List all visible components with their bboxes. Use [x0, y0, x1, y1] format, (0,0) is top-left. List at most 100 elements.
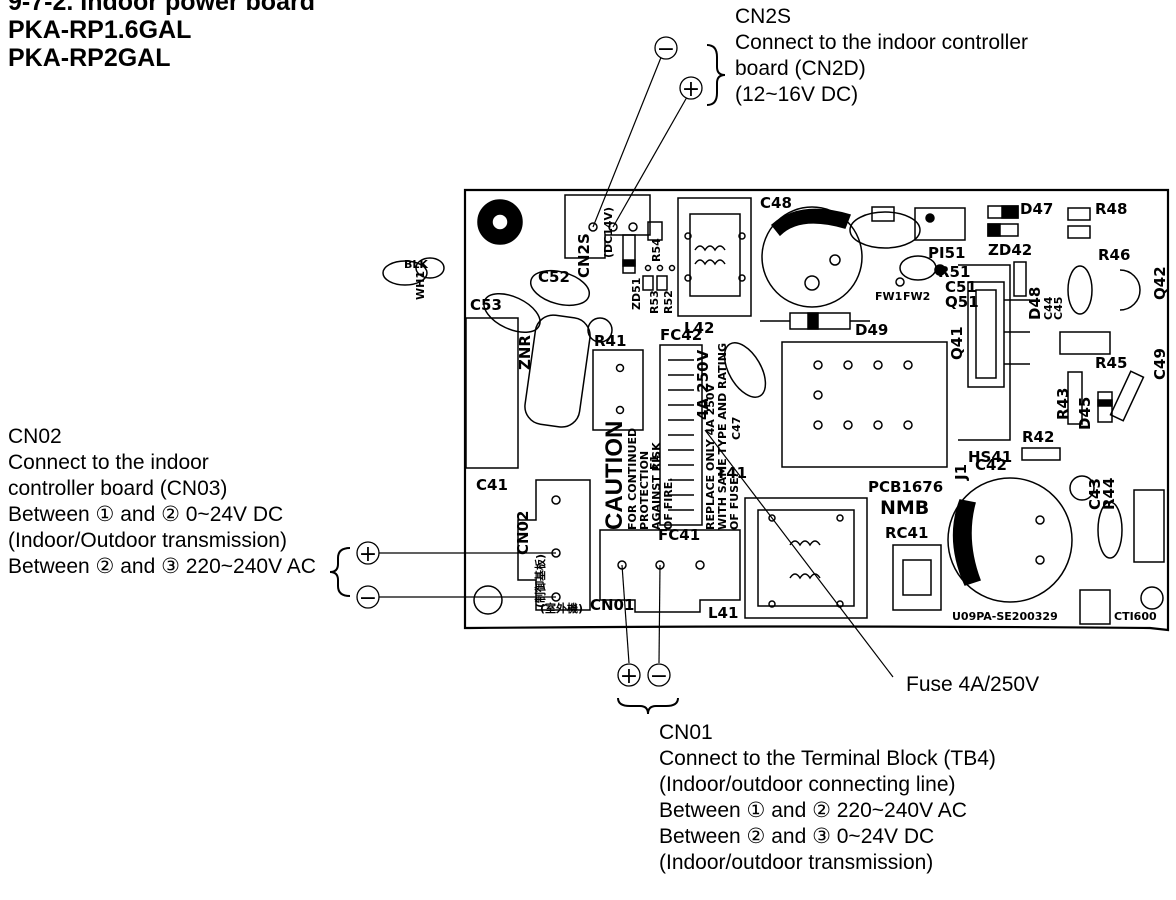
cn2s-leader-minus: [592, 44, 667, 228]
cn01-note-title: CN01: [659, 721, 713, 744]
pin: [1035, 555, 1045, 565]
label-q42: Q42: [1151, 266, 1169, 300]
fuse-leader: [704, 429, 894, 678]
label-r43: R43: [1054, 388, 1072, 420]
r46-oval: [1067, 265, 1093, 315]
label-pi51: PI51: [928, 244, 965, 262]
cn02-note-line: controller board (CN03): [8, 477, 228, 500]
via: [668, 264, 676, 272]
cn01-brace: [617, 697, 679, 715]
label-hs41: HS41: [968, 448, 1012, 466]
label-c51: C51: [945, 278, 977, 296]
hs41-heatsink: [958, 264, 1011, 441]
l42-coil: [694, 259, 726, 266]
cn01-minus-sign: −: [650, 664, 668, 689]
label-znr: ZNR: [516, 335, 534, 370]
cn2s-minus-circle: [654, 36, 678, 60]
cn2s-minus-sign: −: [657, 37, 675, 62]
pin: [836, 514, 844, 522]
l42-coil: [694, 245, 726, 252]
mounting-hole-small: [1140, 586, 1164, 610]
c52-capacitor: [529, 269, 591, 307]
q41-body: [975, 289, 997, 379]
d45-diode: [1097, 391, 1113, 423]
r43-resistor: [1067, 371, 1083, 425]
label-r45: R45: [1095, 354, 1127, 372]
label-d45: D45: [1076, 397, 1094, 430]
oval-component: [849, 211, 921, 249]
label-l42: L42: [684, 319, 714, 337]
pin: [804, 275, 820, 291]
c42-capacitor: [947, 477, 1073, 603]
pin: [813, 360, 823, 370]
cn02-note-line: Between ② and ③ 220~240V AC: [8, 555, 316, 578]
label-cn2s-volt: (DC14V): [602, 207, 615, 258]
q41-transistor: [967, 281, 1005, 388]
label-c47: C47: [730, 417, 743, 440]
label-c53: C53: [470, 296, 502, 314]
label-cn01-kanji: (室外機): [540, 601, 583, 615]
l41-core: [757, 509, 855, 607]
label-c48: C48: [760, 194, 792, 212]
fuse-rating-silk: 4A 250V: [694, 349, 712, 420]
pin: [588, 222, 598, 232]
model-name-1: PKA-RP1.6GAL: [8, 16, 192, 44]
label-fc42: FC42: [660, 326, 702, 344]
cn02-note-line: Between ① and ② 0~24V DC: [8, 503, 284, 526]
cn2s-note-line: Connect to the indoor controller: [735, 31, 1029, 54]
c48-capacitor: [761, 206, 863, 308]
cn2s-plus-sign: +: [682, 77, 700, 102]
label-f1: F1: [648, 455, 661, 470]
label-t41: T41: [716, 464, 747, 482]
r54-resistor: [647, 221, 663, 241]
l42-transformer: [677, 197, 752, 317]
d45-band: [1097, 399, 1113, 407]
caution-note-line: AGAINST RISK: [650, 442, 663, 530]
replace-note-line: REPLACE ONLY 4A 250V: [704, 383, 717, 530]
pin: [843, 420, 853, 430]
pin: [843, 360, 853, 370]
cn2s-brace: [706, 44, 726, 106]
label-zd51: ZD51: [630, 278, 643, 310]
cn02-note-title: CN02: [8, 425, 62, 448]
l41-transformer: [744, 497, 868, 619]
pin: [873, 420, 883, 430]
cn02-connector: [517, 479, 591, 611]
cn02-minus-circle: [356, 585, 380, 609]
pcb-outline: [463, 188, 1170, 632]
cn01-note: CN01 Connect to the Terminal Block (TB4)…: [659, 720, 996, 876]
pin: [768, 514, 776, 522]
q42-transistor: [1119, 269, 1141, 311]
caution-note-line: PROTECTION: [638, 451, 651, 530]
pi51-mark: [925, 213, 935, 223]
cn01-note-line: (Indoor/outdoor connecting line): [659, 773, 956, 796]
label-pcb-id: PCB1676: [868, 478, 943, 496]
l42-core: [689, 213, 741, 297]
pin: [608, 222, 618, 232]
label-fc41: FC41: [658, 526, 700, 544]
pi51-coupler: [914, 207, 966, 241]
section-heading: 9-7-2. Indoor power board: [8, 0, 315, 16]
rc41-component: [892, 544, 942, 611]
small-part: [871, 206, 895, 222]
pin: [615, 405, 625, 415]
cn2s-note: CN2S Connect to the indoor controller bo…: [735, 4, 1028, 108]
label-cn02-kanji: (制御基板): [533, 554, 547, 608]
cn01-note-line: Between ② and ③ 0~24V DC: [659, 825, 935, 848]
pin: [903, 420, 913, 430]
label-c44: C44: [1042, 296, 1055, 320]
cn02-note-line: Connect to the indoor: [8, 451, 209, 474]
label-c49: C49: [1151, 348, 1169, 380]
label-c41: C41: [476, 476, 508, 494]
znr-varistor: [524, 314, 591, 428]
c42-mark: [952, 499, 981, 586]
pin: [615, 363, 625, 373]
fuse-holder: [659, 344, 703, 526]
r44-resistor: [1133, 489, 1165, 563]
fuse-note: Fuse 4A/250V: [906, 673, 1040, 696]
label-j1: J1: [952, 464, 970, 481]
label-rc41: RC41: [885, 524, 928, 542]
pin: [903, 360, 913, 370]
label-c52: C52: [538, 268, 570, 286]
